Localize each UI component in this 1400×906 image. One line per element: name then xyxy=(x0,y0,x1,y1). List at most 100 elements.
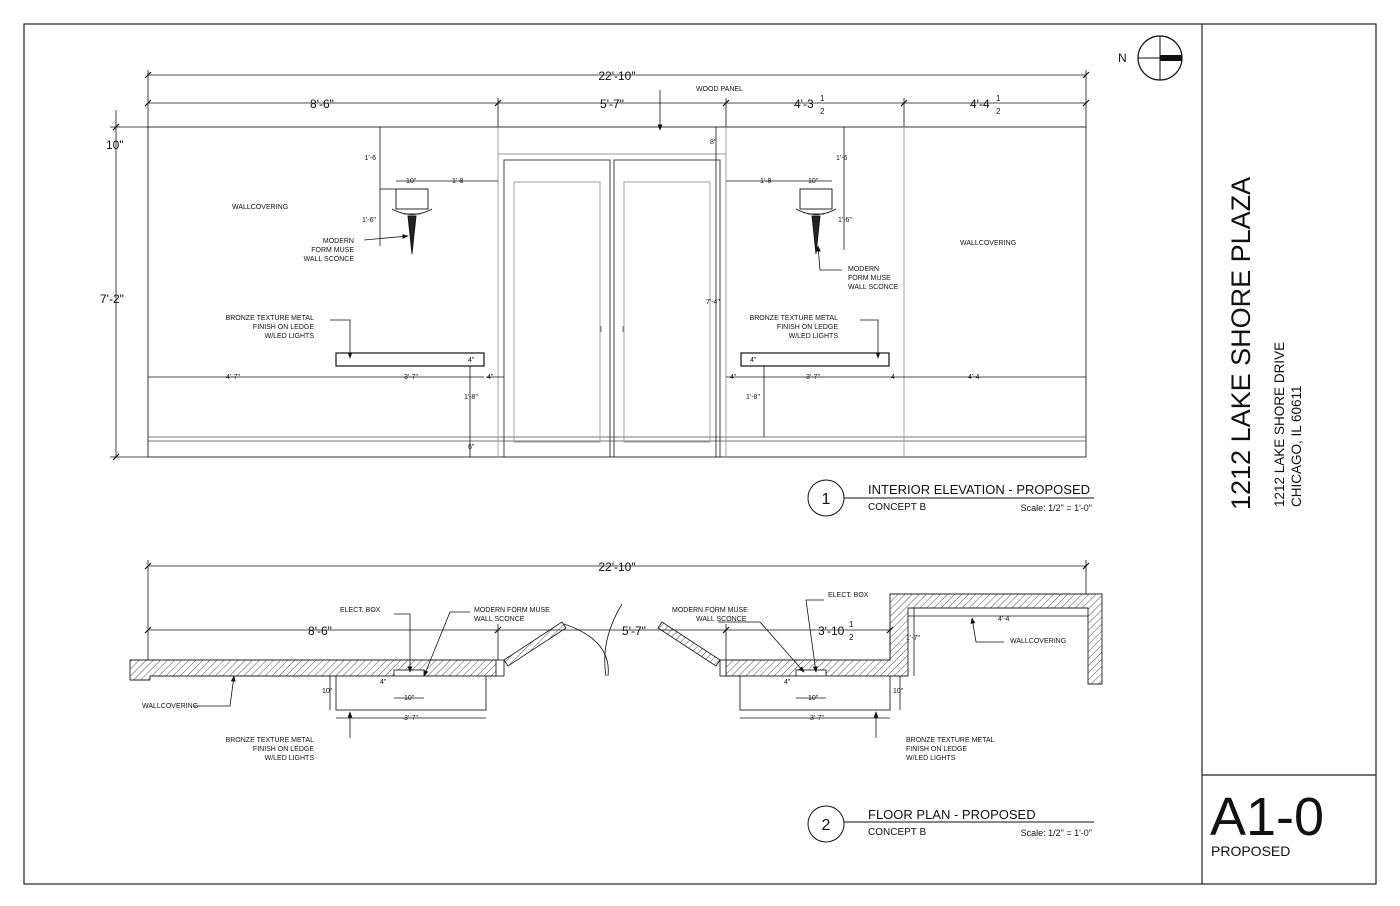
elev-dim-seg3-den: 2 xyxy=(820,107,825,116)
label-ledge-right-2: FINISH ON LEDGE xyxy=(777,324,838,331)
plan-number-circle xyxy=(807,805,845,843)
plan-ledge-right xyxy=(739,675,891,711)
label-wood-panel: WOOD PANEL xyxy=(696,86,743,93)
plan-ledge-left xyxy=(335,675,487,711)
label-ledge-right-3: W/LED LIGHTS xyxy=(789,333,839,340)
elevation-subtitle: CONCEPT B xyxy=(868,502,926,513)
elevation-leaders xyxy=(330,90,881,359)
label-ledge-left-2: FINISH ON LEDGE xyxy=(253,324,314,331)
elevation-scale: Scale: 1/2" = 1'-0" xyxy=(1021,503,1092,513)
door-left xyxy=(503,159,611,458)
elev-dim-seg4: 4'-4 xyxy=(970,97,990,111)
plan-ticks xyxy=(144,562,1090,634)
plan-dim-ten-box-right: 10" xyxy=(808,695,819,702)
plan-dim-ten-left: 10" xyxy=(322,688,333,695)
elev-dim-door-top: 8" xyxy=(710,139,717,146)
elev-dim-seg3: 4'-3 xyxy=(794,97,814,111)
elevation-number: 1 xyxy=(822,491,831,508)
plan-label-ledge-right-2: FINISH ON LEDGE xyxy=(906,746,967,753)
elev-dim-top: 10" xyxy=(106,138,124,152)
sheet-status: PROPOSED xyxy=(1211,843,1290,859)
plan-label-ledge-right-3: W/LED LIGHTS xyxy=(906,755,956,762)
plan-label-ledge-left-2: FINISH ON LEDGE xyxy=(253,746,314,753)
label-sconce-left-2: FORM MUSE xyxy=(311,247,354,254)
elev-dim-door-h: 7'-4" xyxy=(706,299,720,306)
label-sconce-right-1: MODERN xyxy=(848,266,879,273)
plan-label-elect-box-right: ELECT. BOX xyxy=(828,592,869,599)
plan-dim-seg3: 3'-10 xyxy=(818,624,845,638)
plan-number: 2 xyxy=(822,817,831,834)
elev-dim-base: 6" xyxy=(468,444,475,451)
elev-dim-right: 4'-4 xyxy=(968,374,980,381)
elev-dim-sconce-b-left: 1'-8 xyxy=(760,178,772,185)
elev-dim-ledge-b-gap: 4" xyxy=(730,374,737,381)
plan-label-wallcovering-left: WALLCOVERING xyxy=(142,703,198,710)
plan-label-ledge-left-3: W/LED LIGHTS xyxy=(265,755,315,762)
elev-dim-seg4-den: 2 xyxy=(996,107,1001,116)
elev-dim-ledge-b-w: 3'-7" xyxy=(806,374,820,381)
plan-dim-seg3-num: 1 xyxy=(849,620,854,629)
plan-dim-return: 1'-7" xyxy=(906,635,920,642)
plan-leaders xyxy=(194,599,1004,738)
plan-dim-seg3-den: 2 xyxy=(849,633,854,642)
label-ledge-left-3: W/LED LIGHTS xyxy=(265,333,315,340)
elev-dim-ledge-gap: 4" xyxy=(487,374,494,381)
elev-dim-sconce-b-top: 1'-6 xyxy=(836,155,848,162)
label-wallcovering-right: WALLCOVERING xyxy=(960,240,1016,247)
plan-dim-four-left: 4" xyxy=(380,679,387,686)
plan-label-ledge-right-1: BRONZE TEXTURE METAL xyxy=(906,737,995,744)
plan-label-sconce-right-1: MODERN FORM MUSE xyxy=(672,607,748,614)
plan-label-sconce-right-2: WALL SCONCE xyxy=(696,616,747,623)
elev-dim-sconce-w: 10" xyxy=(406,178,417,185)
door-right xyxy=(613,159,721,458)
plan-label-ledge-left-1: BRONZE TEXTURE METAL xyxy=(226,737,315,744)
sconce-right xyxy=(795,188,837,255)
elev-dim-sconce-b-w: 10" xyxy=(808,178,819,185)
elev-dim-ledge-left: 4'-7" xyxy=(226,374,240,381)
elev-dim-sconce-b-h: 1'-6" xyxy=(838,217,852,224)
elev-dim-ledge-b-thk: 4" xyxy=(750,357,757,364)
elev-dim-ledge-b-right: 4 xyxy=(891,374,895,381)
elev-dim-sconce-a-right: 1'-8 xyxy=(452,178,464,185)
plan-dimensions xyxy=(147,560,1088,719)
label-ledge-left-1: BRONZE TEXTURE METAL xyxy=(226,315,315,322)
plan-dim-overall: 22'-10" xyxy=(598,560,635,574)
plan-label-sconce-left-2: WALL SCONCE xyxy=(474,616,525,623)
elevation-dimensions xyxy=(110,70,1087,458)
sheet-number: A1-0 xyxy=(1210,787,1324,847)
plan-label-wallcovering-right: WALLCOVERING xyxy=(1010,638,1066,645)
elev-dim-seg1: 8'-6" xyxy=(310,97,334,111)
elev-dim-ledge-b-h: 1'-8" xyxy=(746,394,760,401)
elev-dim-seg3-num: 1 xyxy=(820,94,825,103)
plan-subtitle: CONCEPT B xyxy=(868,827,926,838)
label-sconce-right-3: WALL SCONCE xyxy=(848,284,899,291)
elev-dim-sconce-a-top: 1'-6 xyxy=(365,155,377,162)
elev-dim-seg2: 5'-7" xyxy=(600,97,624,111)
label-sconce-left-3: WALL SCONCE xyxy=(304,256,355,263)
plan-label-sconce-left-1: MODERN FORM MUSE xyxy=(474,607,550,614)
elev-dim-seg4-num: 1 xyxy=(996,94,1001,103)
plan-dim-ledge-right: 3'-7" xyxy=(810,715,824,722)
plan-dim-ledge-left: 3'-7" xyxy=(404,715,418,722)
label-sconce-left-1: MODERN xyxy=(323,238,354,245)
plan-dim-seg2: 5'-7" xyxy=(622,624,646,638)
address-line-2: CHICAGO, IL 60611 xyxy=(1289,385,1304,507)
elev-dim-ledge-thk: 4" xyxy=(468,357,475,364)
elev-dim-overall: 22'-10" xyxy=(598,69,635,83)
plan-dim-right: 4'-4 xyxy=(998,616,1010,623)
interior-elevation xyxy=(147,126,1087,458)
ledge-left xyxy=(335,352,485,367)
plan-scale: Scale: 1/2" = 1'-0" xyxy=(1021,828,1092,838)
elev-dim-ledge-h: 1'-8" xyxy=(464,394,478,401)
ledge-right xyxy=(740,352,890,367)
elev-dim-sconce-h: 1'-6" xyxy=(362,217,376,224)
label-wallcovering-left: WALLCOVERING xyxy=(232,204,288,211)
elevation-title: INTERIOR ELEVATION - PROPOSED xyxy=(868,482,1090,497)
label-sconce-right-2: FORM MUSE xyxy=(848,275,891,282)
plan-dim-ten-box-left: 10" xyxy=(404,695,415,702)
plan-dim-ten-right: 10" xyxy=(893,688,904,695)
sconce-left xyxy=(391,188,433,255)
label-ledge-right-1: BRONZE TEXTURE METAL xyxy=(750,315,839,322)
north-label: N xyxy=(1118,51,1127,65)
